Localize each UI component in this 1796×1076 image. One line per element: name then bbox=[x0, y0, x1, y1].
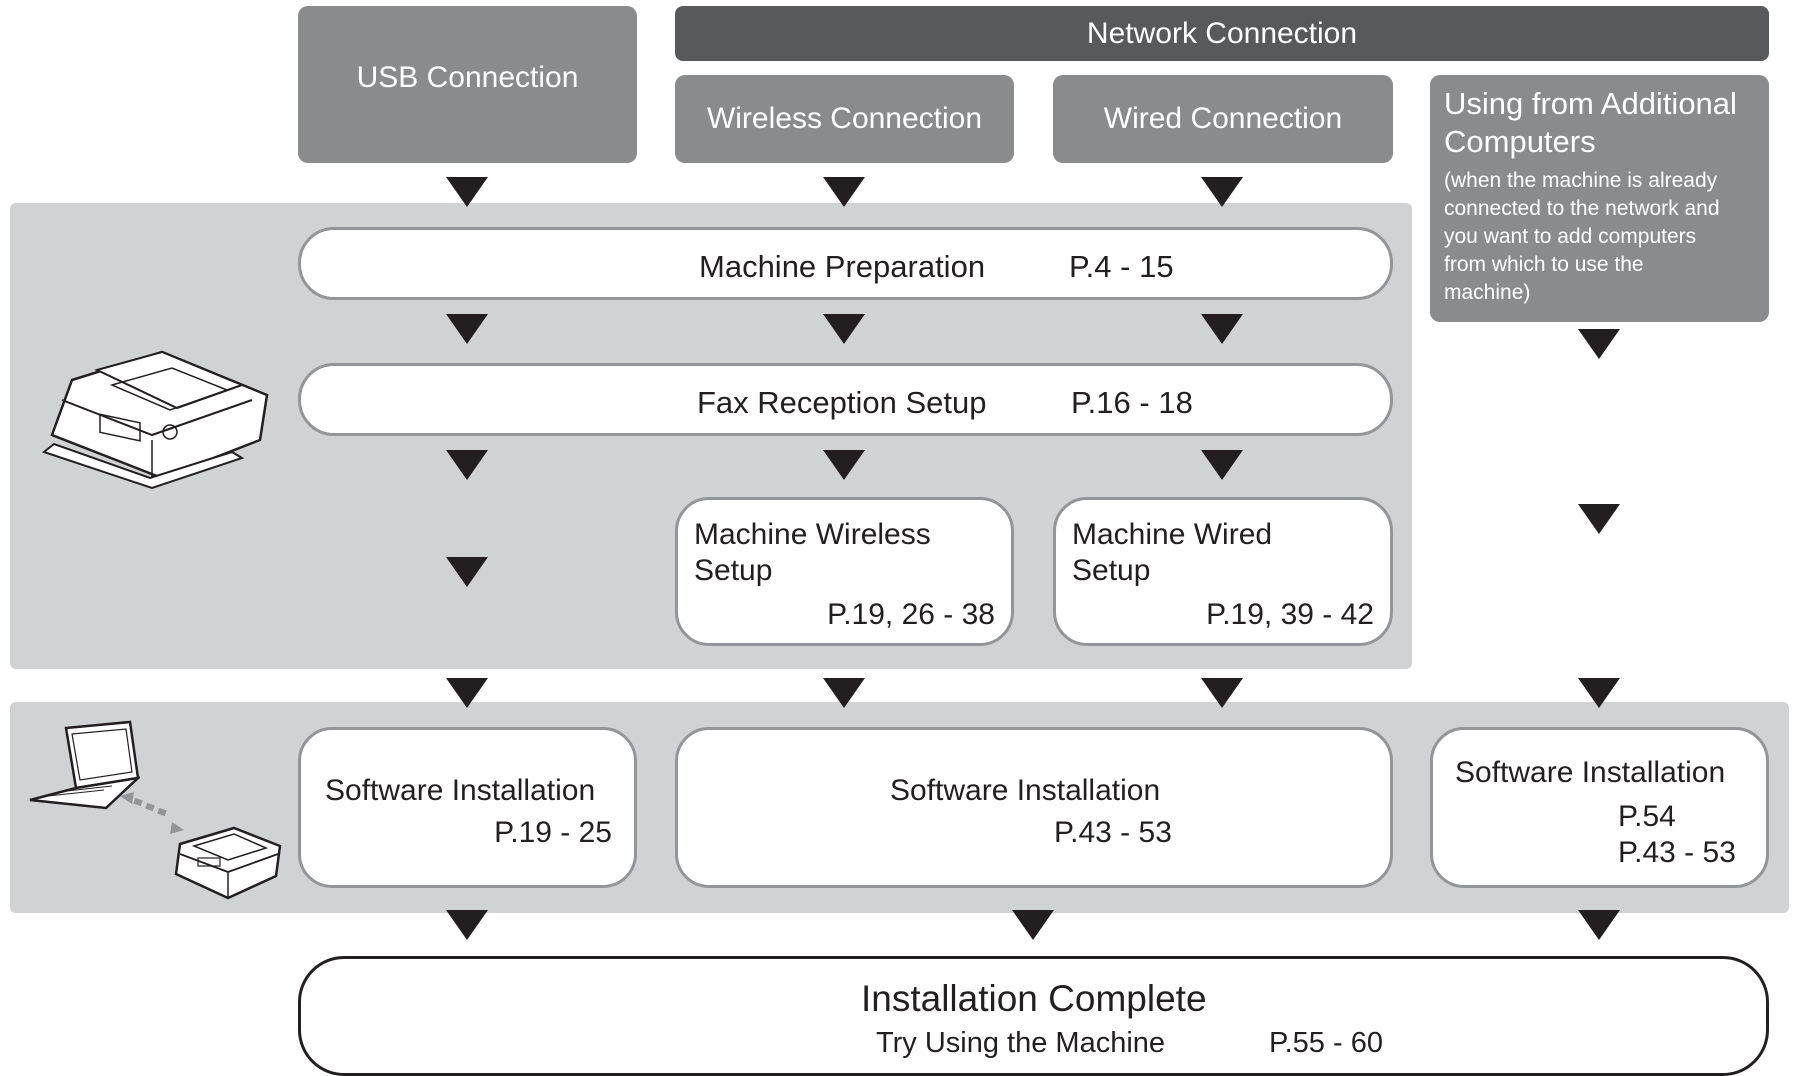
software-network-pages: P.43 - 53 bbox=[1054, 816, 1172, 849]
additional-title-line2: Computers bbox=[1444, 124, 1596, 159]
laptop-icon bbox=[29, 720, 140, 810]
machine-wireless-setup-step: Machine Wireless Setup P.19, 26 - 38 bbox=[675, 497, 1014, 646]
down-arrow-icon bbox=[1201, 678, 1243, 708]
down-arrow-icon bbox=[1012, 910, 1054, 940]
additional-note: (when the machine is already connected t… bbox=[1444, 167, 1755, 307]
down-arrow-icon bbox=[446, 314, 488, 344]
down-arrow-icon bbox=[823, 450, 865, 480]
down-arrow-icon bbox=[1201, 177, 1243, 207]
wireless-setup-pages: P.19, 26 - 38 bbox=[827, 598, 995, 631]
software-usb-label: Software Installation bbox=[325, 774, 596, 807]
additional-note-line: connected to the network and bbox=[1444, 197, 1720, 220]
fax-reception-label: Fax Reception Setup bbox=[697, 385, 987, 420]
software-usb-pages: P.19 - 25 bbox=[494, 816, 612, 849]
additional-note-line: from which to use the bbox=[1444, 253, 1644, 276]
down-arrow-icon bbox=[1201, 450, 1243, 480]
software-installation-usb-step: Software Installation P.19 - 25 bbox=[298, 727, 637, 888]
down-arrow-icon bbox=[446, 557, 488, 587]
down-arrow-icon bbox=[446, 678, 488, 708]
wireless-setup-label-line1: Machine Wireless bbox=[694, 518, 931, 551]
software-additional-label: Software Installation bbox=[1455, 756, 1726, 789]
software-additional-pages-line2: P.43 - 53 bbox=[1618, 836, 1736, 869]
installation-complete-box: Installation Complete Try Using the Mach… bbox=[298, 956, 1769, 1076]
down-arrow-icon bbox=[1578, 504, 1620, 534]
down-arrow-icon bbox=[823, 678, 865, 708]
wireless-connection-label: Wireless Connection bbox=[706, 102, 983, 135]
additional-note-line: machine) bbox=[1444, 281, 1531, 304]
additional-note-line: (when the machine is already bbox=[1444, 169, 1718, 192]
machine-wired-setup-step: Machine Wired Setup P.19, 39 - 42 bbox=[1053, 497, 1393, 646]
down-arrow-icon bbox=[1578, 910, 1620, 940]
fax-reception-pages: P.16 - 18 bbox=[1071, 385, 1193, 420]
wired-setup-label-line2: Setup bbox=[1072, 554, 1151, 587]
additional-title-line1: Using from Additional bbox=[1444, 86, 1737, 121]
small-printer-icon bbox=[174, 826, 282, 900]
installation-complete-pages: P.55 - 60 bbox=[1269, 1027, 1383, 1059]
usb-connection-label: USB Connection bbox=[356, 60, 579, 94]
wireless-setup-label-line2: Setup bbox=[694, 554, 773, 587]
wired-setup-pages: P.19, 39 - 42 bbox=[1206, 598, 1374, 631]
network-connection-label: Network Connection bbox=[1086, 16, 1358, 50]
fax-reception-step: Fax Reception Setup P.16 - 18 bbox=[298, 363, 1393, 436]
down-arrow-icon bbox=[446, 177, 488, 207]
software-installation-network-step: Software Installation P.43 - 53 bbox=[675, 727, 1393, 888]
network-connection-header: Network Connection bbox=[675, 6, 1769, 61]
wireless-connection-header: Wireless Connection bbox=[675, 75, 1014, 163]
additional-computers-header: Using from Additional Computers (when th… bbox=[1430, 75, 1769, 322]
machine-preparation-step: Machine Preparation P.4 - 15 bbox=[298, 227, 1393, 300]
wired-setup-label-line1: Machine Wired bbox=[1072, 518, 1273, 551]
machine-preparation-pages: P.4 - 15 bbox=[1069, 249, 1174, 284]
software-additional-pages-line1: P.54 bbox=[1618, 800, 1676, 833]
wired-connection-header: Wired Connection bbox=[1053, 75, 1393, 163]
wired-connection-label: Wired Connection bbox=[1103, 102, 1343, 135]
software-installation-additional-step: Software Installation P.54 P.43 - 53 bbox=[1430, 727, 1769, 888]
software-network-label: Software Installation bbox=[890, 774, 1161, 807]
down-arrow-icon bbox=[1201, 314, 1243, 344]
down-arrow-icon bbox=[446, 910, 488, 940]
down-arrow-icon bbox=[1578, 329, 1620, 359]
wireless-link-icon bbox=[120, 792, 184, 834]
down-arrow-icon bbox=[1578, 678, 1620, 708]
down-arrow-icon bbox=[823, 177, 865, 207]
installation-complete-title: Installation Complete bbox=[861, 978, 1207, 1019]
additional-note-line: you want to add computers bbox=[1444, 225, 1697, 248]
down-arrow-icon bbox=[823, 314, 865, 344]
down-arrow-icon bbox=[446, 450, 488, 480]
printer-icon bbox=[42, 350, 269, 490]
machine-preparation-label: Machine Preparation bbox=[699, 249, 986, 284]
try-using-machine-label: Try Using the Machine bbox=[876, 1027, 1166, 1059]
usb-connection-header: USB Connection bbox=[298, 6, 637, 163]
